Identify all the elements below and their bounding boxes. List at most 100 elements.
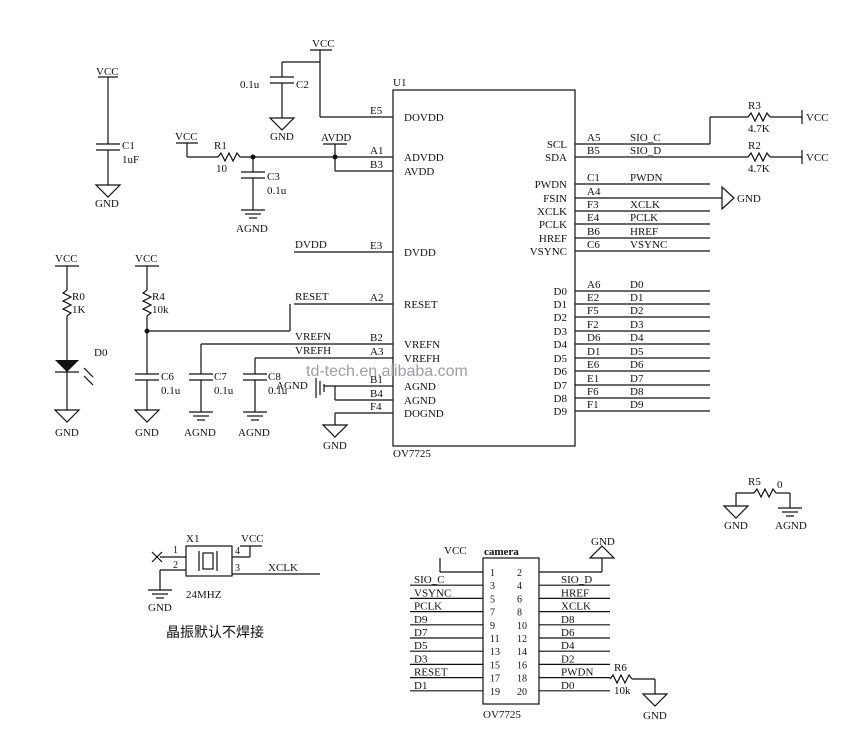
u1-pin-name: SCL	[547, 139, 567, 151]
i2c-pullups: VCC R3 4.7K VCC R2 4.7K	[575, 100, 829, 175]
connector-left-net: PCLK	[414, 601, 442, 613]
r6-ref: R6	[614, 662, 627, 674]
connector-pin-number: 1	[490, 568, 495, 579]
connector-pin-number: 6	[517, 594, 522, 605]
u1-pin-number: D6	[587, 332, 601, 344]
d0-ref: D0	[94, 347, 108, 359]
u1-pin-number: C6	[587, 239, 600, 251]
c6-ref: C6	[161, 371, 174, 383]
u1-pin-number: F3	[587, 199, 599, 211]
c1-ref: C1	[122, 140, 135, 152]
connector-left-net: SIO_C	[414, 574, 445, 586]
u1-net-label: D9	[630, 399, 644, 411]
vrefh-net-label: VREFH	[295, 345, 331, 357]
x1-oscillator: X1 24MHZ 1 2 GND 3 XCLK 4 VCC 晶振默认不焊接	[148, 533, 320, 641]
c2-circuit: VCC C2 0.1u GND	[240, 38, 393, 143]
r6-value: 10k	[614, 685, 631, 697]
led-circuit: VCC R0 1K D0 GND	[53, 253, 108, 439]
connector-pin-number: 10	[517, 621, 527, 632]
connector-pin-number: 3	[490, 581, 495, 592]
d0-gnd-label: GND	[55, 427, 79, 439]
u1-net-label: PCLK	[630, 212, 658, 224]
crystal-note: 晶振默认不焊接	[166, 624, 264, 641]
r5-circuit: R5 0 GND AGND	[722, 476, 807, 532]
c7-agnd-label: AGND	[184, 427, 216, 439]
u1-pin-number: A2	[370, 292, 383, 304]
connector-vcc-label: VCC	[444, 545, 467, 557]
reset-net-label: RESET	[295, 291, 329, 303]
u1-pin-name: RESET	[404, 299, 438, 311]
dvdd-net-label: DVDD	[295, 239, 327, 251]
r1-c3-circuit: VCC R1 10 C3 0.1u AGND AVDD	[175, 131, 393, 235]
u1-net-label: SIO_D	[630, 145, 661, 157]
u1-pin-number: E1	[587, 373, 599, 385]
r4-vcc-label: VCC	[135, 253, 158, 265]
connector-left-net: D7	[414, 627, 428, 639]
u1-net-label: D8	[630, 386, 644, 398]
u1-net-label: D0	[630, 279, 644, 291]
c8-value: 0.1u	[268, 385, 288, 397]
c1-vcc-label: VCC	[96, 66, 119, 78]
u1-pin-number: E3	[370, 240, 383, 252]
u1-pin-name: AGND	[404, 381, 436, 393]
u1-pin-number: B2	[370, 332, 383, 344]
fsin-gnd: GND	[575, 185, 761, 211]
x1-pin1: 1	[173, 545, 178, 556]
dognd-gnd-label: GND	[323, 440, 347, 452]
connector-right-net: D4	[561, 640, 575, 652]
u1-pin-name: D5	[554, 353, 568, 365]
connector-part: OV7725	[483, 709, 521, 721]
r6-gnd-label: GND	[643, 710, 667, 722]
c3-ref: C3	[267, 171, 280, 183]
c3-value: 0.1u	[267, 185, 287, 197]
c1-value: 1uF	[122, 154, 139, 166]
c1-gnd-label: GND	[95, 198, 119, 210]
x1-vcc-label: VCC	[241, 533, 264, 545]
connector-pin-number: 17	[490, 674, 500, 685]
u1-pin-number: A4	[587, 186, 601, 198]
connector-right-net: D8	[561, 614, 575, 626]
u1-pin-number: B6	[587, 226, 600, 238]
u1-pin-name: PWDN	[535, 179, 567, 191]
u1-pin-name: D4	[554, 339, 568, 351]
r3-value: 4.7K	[748, 123, 770, 135]
u1-pin-number: A1	[370, 145, 383, 157]
c3-agnd-label: AGND	[236, 223, 268, 235]
u1-pin-name: VREFN	[404, 339, 440, 351]
u1-net-label: D4	[630, 332, 644, 344]
x1-gnd-label: GND	[148, 602, 172, 614]
u1-pin-number: B5	[587, 145, 600, 157]
u1-pin-name: VREFH	[404, 353, 440, 365]
u1-net-label: XCLK	[630, 199, 660, 211]
connector-pin-number: 14	[517, 647, 527, 658]
connector-pin-number: 5	[490, 594, 495, 605]
r2-value: 4.7K	[748, 163, 770, 175]
connector-pin-number: 16	[517, 660, 527, 671]
u1-net-label: D3	[630, 319, 644, 331]
c8-agnd-label: AGND	[238, 427, 270, 439]
u1-ref: U1	[393, 77, 406, 89]
connector-right-net: SIO_D	[561, 574, 592, 586]
u1-pin-name: VSYNC	[530, 246, 567, 258]
u1-pin-name: D2	[554, 312, 567, 324]
c2-value: 0.1u	[240, 79, 260, 91]
u1-left-pins: E5DOVDDA1ADVDDB3AVDDE3DVDDA2RESETB2VREFN…	[370, 105, 444, 420]
connector-right-net: D6	[561, 627, 575, 639]
connector-right-net: XCLK	[561, 601, 591, 613]
u1-pin-number: E4	[587, 212, 600, 224]
connector-left-net: D9	[414, 614, 428, 626]
agnd-net-label: AGND	[276, 380, 308, 392]
vrefn-net-label: VREFN	[295, 331, 331, 343]
connector-pin-number: 20	[517, 687, 527, 698]
u1-pin-number: D1	[587, 346, 600, 358]
u1-pin-name: AGND	[404, 395, 436, 407]
connector-left-net: D3	[414, 653, 428, 665]
r1-value: 10	[216, 163, 228, 175]
r0-value: 1K	[72, 304, 86, 316]
connector-left-net: VSYNC	[414, 587, 451, 599]
r5-ref: R5	[748, 476, 761, 488]
connector-right-net: HREF	[561, 587, 589, 599]
